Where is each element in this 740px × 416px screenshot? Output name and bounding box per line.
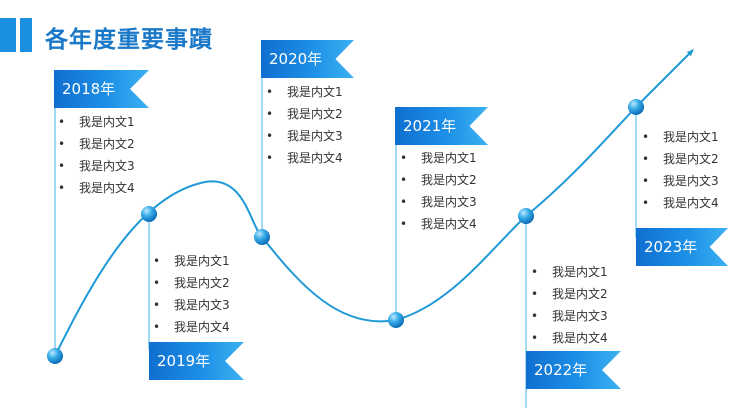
event-list-2023: 我是内文1 我是内文2 我是内文3 我是内文4 xyxy=(642,126,719,214)
event-item: 我是内文4 xyxy=(400,213,477,235)
event-item: 我是内文4 xyxy=(153,316,230,338)
timeline-node-2023 xyxy=(628,99,644,115)
event-list-2020: 我是内文1 我是内文2 我是内文3 我是内文4 xyxy=(266,81,343,169)
event-item: 我是内文3 xyxy=(153,294,230,316)
event-list-2019: 我是内文1 我是内文2 我是内文3 我是内文4 xyxy=(153,250,230,338)
event-item: 我是内文3 xyxy=(266,125,343,147)
event-item: 我是内文4 xyxy=(266,147,343,169)
event-list-2021: 我是内文1 我是内文2 我是内文3 我是内文4 xyxy=(400,147,477,235)
event-item: 我是内文3 xyxy=(58,155,135,177)
event-list-2022: 我是内文1 我是内文2 我是内文3 我是内文4 xyxy=(531,261,608,349)
event-item: 我是内文3 xyxy=(400,191,477,213)
event-item: 我是内文1 xyxy=(531,261,608,283)
event-item: 我是内文4 xyxy=(58,177,135,199)
timeline-arrow xyxy=(635,49,694,108)
event-item: 我是内文4 xyxy=(642,192,719,214)
event-item: 我是内文2 xyxy=(153,272,230,294)
timeline-node-2020 xyxy=(254,229,270,245)
accent-bar xyxy=(20,18,32,52)
event-item: 我是内文1 xyxy=(400,147,477,169)
event-item: 我是内文2 xyxy=(531,283,608,305)
event-item: 我是内文2 xyxy=(58,133,135,155)
timeline-curve xyxy=(54,106,637,357)
event-list-2018: 我是内文1 我是内文2 我是内文3 我是内文4 xyxy=(58,111,135,199)
accent-bar xyxy=(0,18,16,52)
event-item: 我是内文1 xyxy=(153,250,230,272)
event-item: 我是内文2 xyxy=(266,103,343,125)
event-item: 我是内文2 xyxy=(642,148,719,170)
timeline-node-2019 xyxy=(141,206,157,222)
event-item: 我是内文3 xyxy=(642,170,719,192)
event-item: 我是内文2 xyxy=(400,169,477,191)
timeline-node-2021 xyxy=(388,312,404,328)
event-item: 我是内文1 xyxy=(266,81,343,103)
event-item: 我是内文1 xyxy=(642,126,719,148)
page-title: 各年度重要事蹟 xyxy=(45,27,213,53)
event-item: 我是内文1 xyxy=(58,111,135,133)
timeline-node-2022 xyxy=(518,208,534,224)
timeline-node-2018 xyxy=(47,348,63,364)
event-item: 我是内文3 xyxy=(531,305,608,327)
event-item: 我是内文4 xyxy=(531,327,608,349)
